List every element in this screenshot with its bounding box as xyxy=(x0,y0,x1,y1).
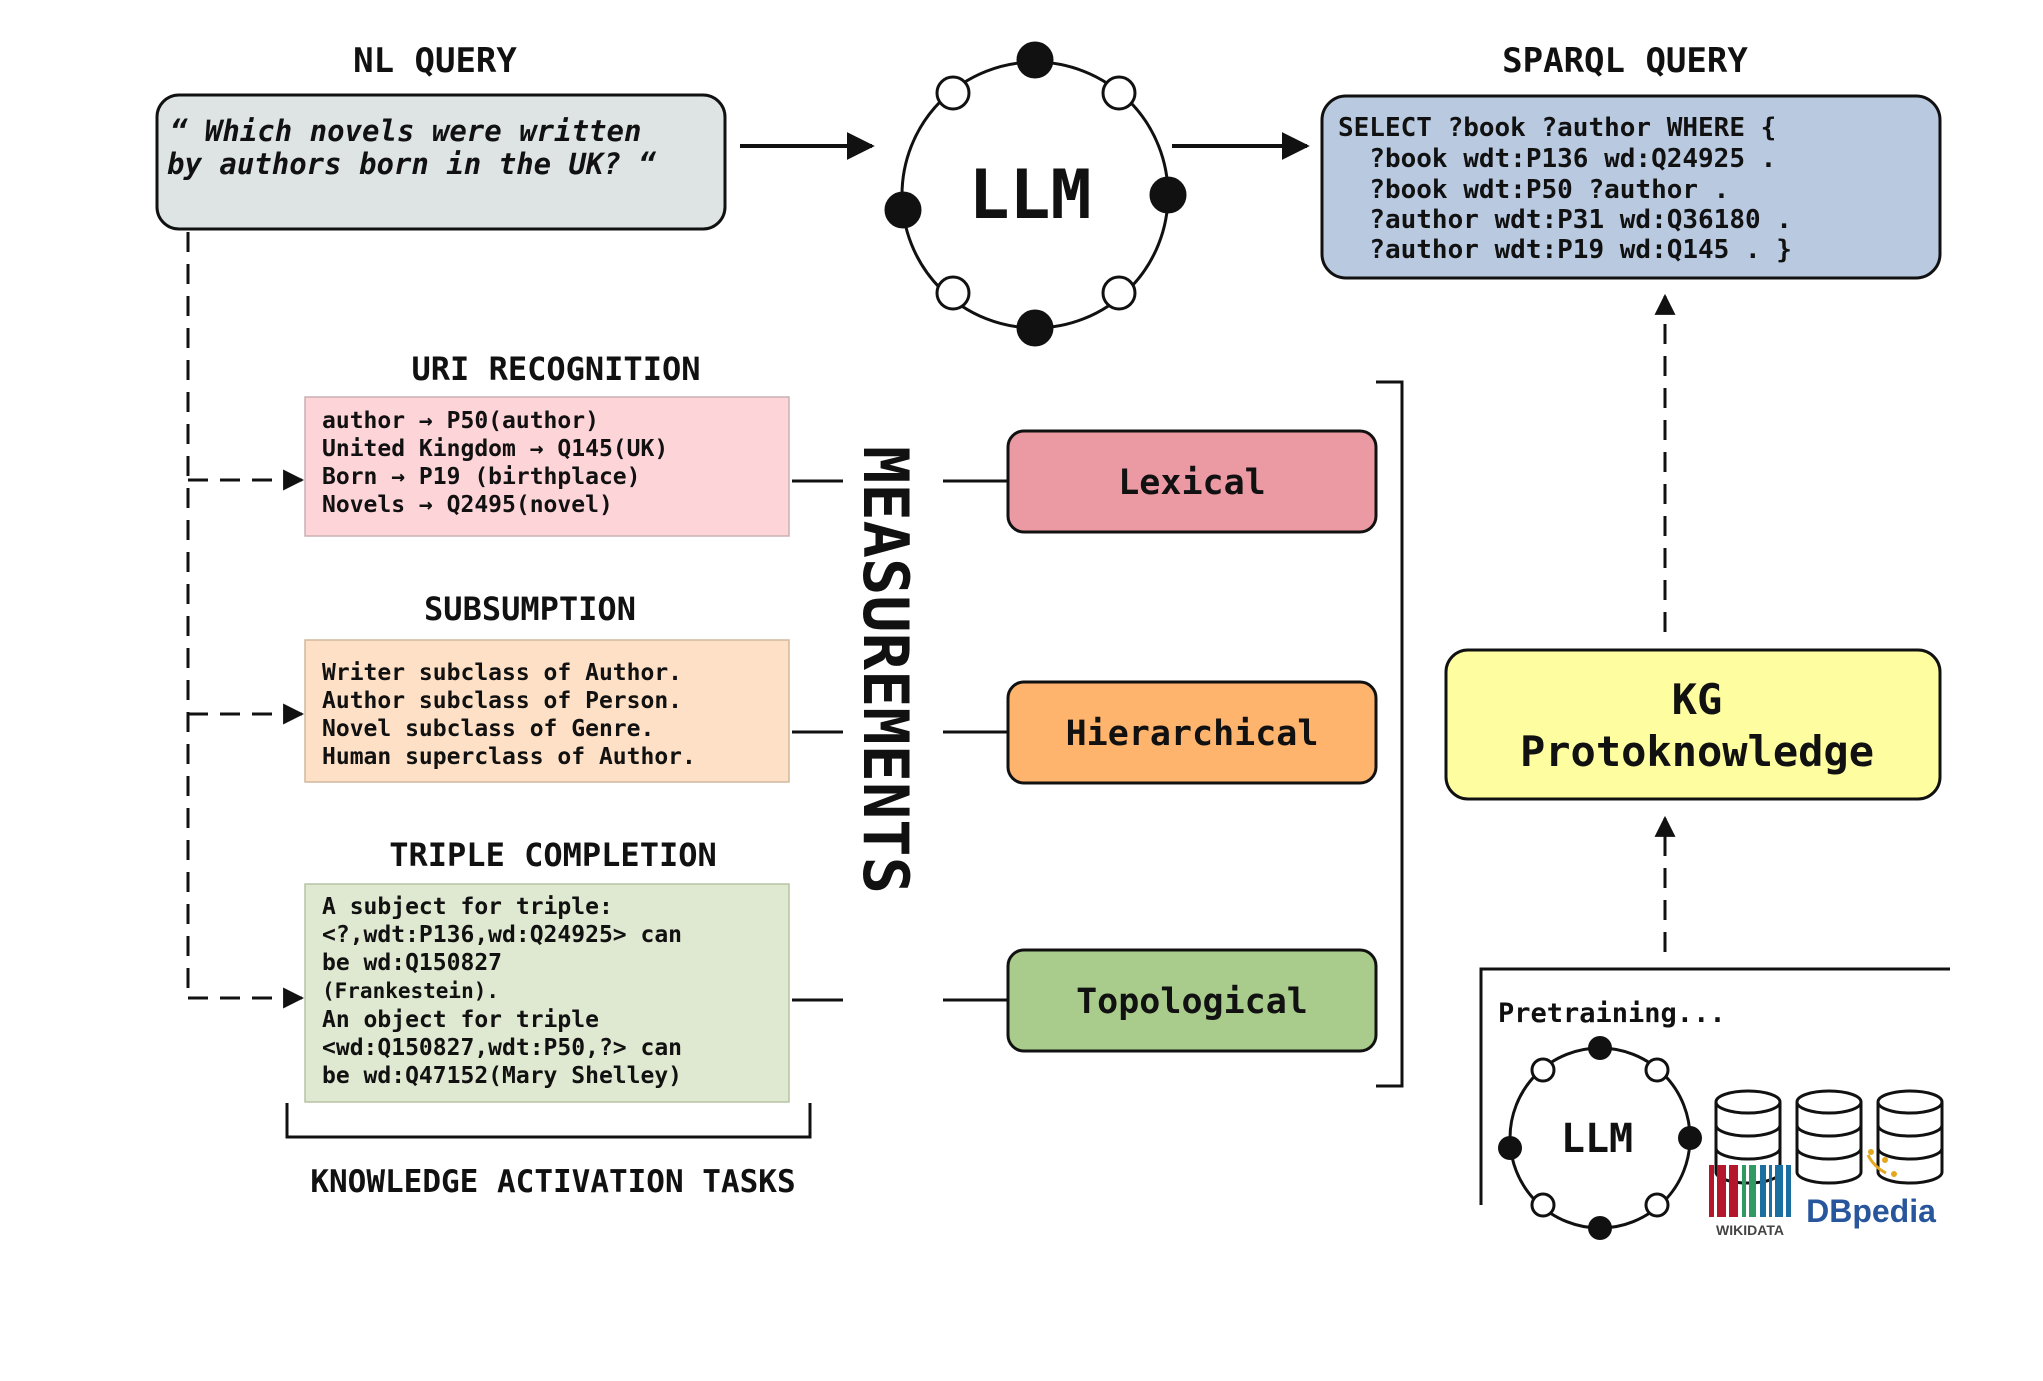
small-llm-node-filled xyxy=(1588,1036,1612,1060)
llm-node-hollow xyxy=(935,75,971,111)
llm-node-hollow xyxy=(1101,75,1137,111)
triple-line-4: (Frankestein). xyxy=(322,979,499,1003)
database-icon xyxy=(1714,1089,1782,1185)
small-llm-node-filled xyxy=(1498,1136,1522,1160)
nl-query-box xyxy=(155,93,727,231)
hierarchical-label: Hierarchical xyxy=(1066,714,1319,754)
small-llm-node-hollow xyxy=(1530,1057,1556,1083)
wikidata-logo: WIKIDATA xyxy=(1709,1165,1791,1238)
measurements-label: MEASUREMENTS xyxy=(849,446,922,894)
pretraining-llm-ring: LLM xyxy=(1498,1036,1702,1240)
database-icon xyxy=(1795,1089,1863,1185)
llm-node-filled xyxy=(1016,41,1054,79)
uri-line-1: author → P50(author) xyxy=(322,408,599,434)
uri-line-4: Novels → Q2495(novel) xyxy=(322,492,613,518)
measurements-bracket xyxy=(1376,380,1404,1088)
kg-line-1: KG xyxy=(1672,675,1723,724)
uri-line-3: Born → P19 (birthplace) xyxy=(322,464,641,490)
triple-heading: TRIPLE COMPLETION xyxy=(389,836,717,874)
small-llm-node-hollow xyxy=(1530,1192,1556,1218)
hierarchical-box xyxy=(1006,680,1378,785)
dbpedia-dot-icon xyxy=(1882,1157,1888,1163)
triple-line-6: <wd:Q150827,wdt:P50,?> can xyxy=(322,1035,682,1061)
llm-node-filled xyxy=(884,191,922,229)
nl-query-heading: NL QUERY xyxy=(353,41,517,81)
sparql-heading: SPARQL QUERY xyxy=(1502,41,1748,81)
lexical-label: Lexical xyxy=(1118,463,1266,503)
uri-box xyxy=(304,396,790,537)
topological-box xyxy=(1006,948,1378,1053)
subsumption-line-3: Novel subclass of Genre. xyxy=(322,716,654,742)
llm-node-filled xyxy=(1016,309,1054,347)
subsumption-heading: SUBSUMPTION xyxy=(424,590,636,628)
llm-ring: LLM xyxy=(884,41,1187,347)
triple-line-1: A subject for triple: xyxy=(322,894,613,920)
uri-line-2: United Kingdom → Q145(UK) xyxy=(322,436,668,462)
dbpedia-dot-icon xyxy=(1868,1149,1874,1155)
sparql-box xyxy=(1320,94,1942,280)
tasks-bracket xyxy=(285,1103,812,1139)
nl-query-line-1: “ Which novels were written xyxy=(170,114,641,148)
pretraining-frame xyxy=(1479,967,1950,1205)
triple-line-5: An object for triple xyxy=(322,1007,599,1033)
wikidata-label: WIKIDATA xyxy=(1716,1222,1784,1238)
dbpedia-swirl-icon xyxy=(1866,1154,1887,1175)
llm-node-filled xyxy=(1149,176,1187,214)
sparql-line-5: ?author wdt:P19 wd:Q145 . } xyxy=(1338,235,1792,265)
subsumption-line-2: Author subclass of Person. xyxy=(322,688,682,714)
dbpedia-logo: DBpedia xyxy=(1806,1149,1936,1229)
small-llm-node-filled xyxy=(1588,1216,1612,1240)
topological-label: Topological xyxy=(1076,982,1308,1022)
small-llm-node-filled xyxy=(1678,1126,1702,1150)
triple-line-3: be wd:Q150827 xyxy=(322,950,502,976)
tasks-footer: KNOWLEDGE ACTIVATION TASKS xyxy=(310,1164,795,1200)
kg-line-2: Protoknowledge xyxy=(1520,727,1874,776)
pretraining-label: Pretraining... xyxy=(1498,998,1726,1029)
dbpedia-dot-icon xyxy=(1891,1171,1897,1177)
sparql-line-2: ?book wdt:P136 wd:Q24925 . xyxy=(1338,144,1776,174)
lexical-box xyxy=(1006,429,1378,534)
sparql-line-4: ?author wdt:P31 wd:Q36180 . xyxy=(1338,205,1792,235)
dbpedia-label: DBpedia xyxy=(1806,1193,1936,1229)
sparql-line-3: ?book wdt:P50 ?author . xyxy=(1338,175,1729,205)
uri-heading: URI RECOGNITION xyxy=(412,350,701,388)
triple-line-7: be wd:Q47152(Mary Shelley) xyxy=(322,1063,682,1089)
small-llm-label: LLM xyxy=(1561,1116,1633,1162)
small-llm-node-hollow xyxy=(1644,1192,1670,1218)
kg-box xyxy=(1444,648,1942,801)
nl-query-line-2: by authors born in the UK? “ xyxy=(167,147,656,181)
subsumption-line-4: Human superclass of Author. xyxy=(322,744,696,770)
llm-node-hollow xyxy=(935,275,971,311)
triple-line-2: <?,wdt:P136,wd:Q24925> can xyxy=(322,922,682,948)
subsumption-line-1: Writer subclass of Author. xyxy=(322,660,682,686)
sparql-line-1: SELECT ?book ?author WHERE { xyxy=(1338,113,1776,143)
database-icon xyxy=(1876,1089,1944,1185)
llm-label: LLM xyxy=(969,156,1092,235)
triple-box xyxy=(304,883,790,1103)
llm-node-hollow xyxy=(1101,275,1137,311)
small-llm-node-hollow xyxy=(1644,1057,1670,1083)
subsumption-box xyxy=(304,639,790,783)
